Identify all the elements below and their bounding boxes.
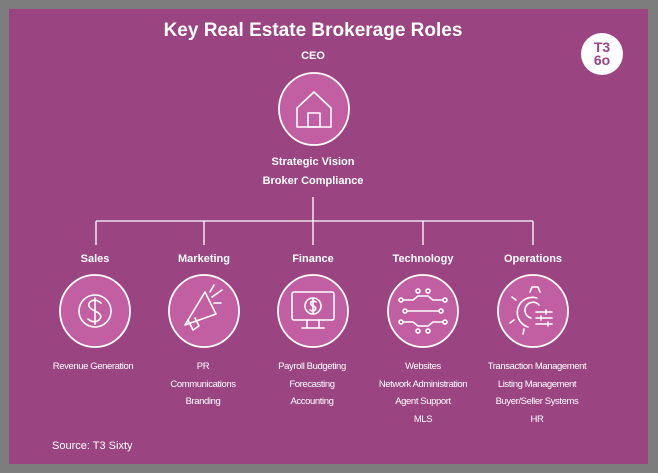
megaphone-icon bbox=[184, 284, 223, 331]
house-icon bbox=[296, 91, 332, 128]
finance-items: Payroll Budgeting Forecasting Accounting bbox=[278, 358, 346, 411]
list-item: Branding bbox=[185, 396, 221, 407]
list-item: Agent Support bbox=[395, 396, 451, 407]
list-item: PR bbox=[196, 361, 210, 372]
list-item: Websites bbox=[405, 361, 441, 372]
list-item: Payroll Budgeting bbox=[278, 361, 346, 372]
list-item: Transaction Management bbox=[487, 361, 587, 372]
list-item: Revenue Generation bbox=[52, 361, 134, 372]
list-item: Network Administration bbox=[378, 378, 468, 390]
circuit-icon bbox=[398, 288, 448, 334]
list-item: HR bbox=[530, 413, 544, 425]
marketing-items: PR Communications Branding bbox=[170, 358, 236, 411]
list-item: MLS bbox=[413, 413, 433, 425]
page-title: Key Real Estate Brokerage Roles bbox=[163, 20, 463, 41]
operations-circle bbox=[497, 274, 569, 348]
list-item: Accounting bbox=[290, 396, 334, 407]
list-item: Forecasting bbox=[289, 378, 335, 390]
dept-label-finance: Finance bbox=[292, 253, 334, 265]
dept-label-sales: Sales bbox=[80, 253, 110, 265]
source-note: Source: T3 Sixty bbox=[52, 440, 133, 452]
dept-label-technology: Technology bbox=[392, 253, 454, 265]
ceo-duty: Strategic Vision bbox=[271, 156, 355, 168]
list-item: Listing Management bbox=[497, 378, 577, 390]
technology-items: Websites Network Administration Agent Su… bbox=[378, 358, 468, 428]
dollar-icon bbox=[78, 294, 112, 328]
ceo-duty: Broker Compliance bbox=[262, 175, 364, 187]
sales-items: Revenue Generation bbox=[52, 358, 134, 376]
dept-label-marketing: Marketing bbox=[178, 253, 230, 265]
monitor-dollar-icon bbox=[291, 291, 335, 329]
operations-items: Transaction Management Listing Managemen… bbox=[488, 358, 587, 428]
ceo-circle bbox=[278, 72, 350, 146]
list-item: Communications bbox=[170, 378, 236, 390]
ceo-label: CEO bbox=[301, 50, 325, 62]
logo-line-2: 6o bbox=[593, 52, 611, 68]
gear-sliders-icon bbox=[509, 286, 553, 335]
dept-label-operations: Operations bbox=[503, 253, 563, 265]
marketing-circle bbox=[168, 274, 240, 348]
logo-line-1: T3 bbox=[593, 39, 611, 55]
list-item: Buyer/Seller Systems bbox=[495, 396, 579, 407]
